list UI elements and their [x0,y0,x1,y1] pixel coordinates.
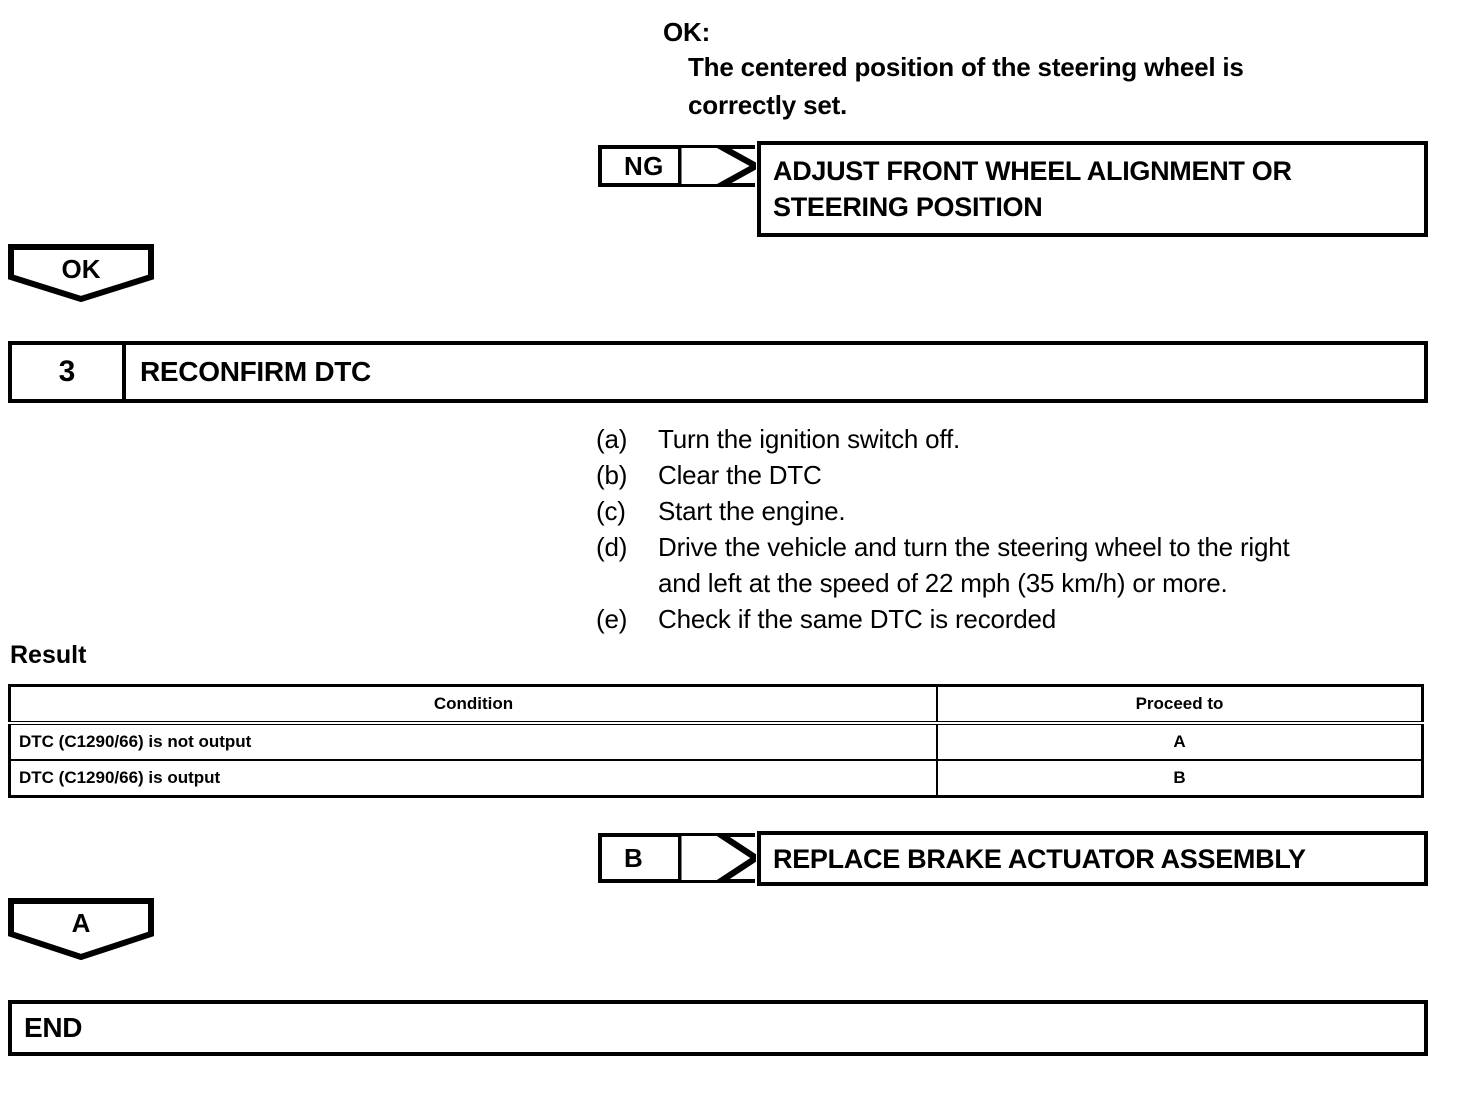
ok-label: OK: [663,17,711,47]
procedure-text: Turn the ignition switch off. [658,424,961,454]
procedure-list: (a) Turn the ignition switch off. (b) Cl… [596,421,1436,637]
table-row: DTC (C1290/66) is output B [8,759,1424,798]
procedure-item: (c) Start the engine. [596,493,1436,529]
ng-branch-tag: NG [598,145,756,187]
procedure-text: Drive the vehicle and turn the steering … [658,532,1290,562]
procedure-text: Check if the same DTC is recorded [658,604,1056,634]
procedure-marker: (d) [596,532,628,562]
procedure-marker: (a) [596,424,628,454]
result-proceed-to: A [936,722,1424,761]
procedure-item: (b) Clear the DTC [596,457,1436,493]
ok-connector-label: OK [61,254,101,284]
ok-flow-connector: OK [8,244,154,302]
result-table: Condition Proceed to DTC (C1290/66) is n… [8,684,1424,798]
ng-branch-tag-label: NG [624,150,664,181]
procedure-marker: (c) [596,496,626,526]
ng-action-line-2: STEERING POSITION [773,192,1043,222]
result-condition: DTC (C1290/66) is not output [8,722,938,761]
ok-statement-line-1: The centered position of the steering wh… [688,52,1244,82]
result-heading: Result [10,641,87,669]
ng-action-box: ADJUST FRONT WHEEL ALIGNMENT OR STEERING… [757,141,1428,237]
procedure-marker [596,565,658,601]
procedure-text: Clear the DTC [658,460,822,490]
procedure-text: and left at the speed of 22 mph (35 km/h… [658,568,1228,598]
end-label: END [24,1012,83,1043]
procedure-marker: (b) [596,460,628,490]
result-proceed-to: B [936,759,1424,798]
table-row: DTC (C1290/66) is not output A [8,722,1424,761]
column-header-proceed-to: Proceed to [936,684,1424,725]
step-header-3: 3 RECONFIRM DTC [8,341,1428,403]
procedure-item-continuation: and left at the speed of 22 mph (35 km/h… [596,565,1436,601]
b-action-text: REPLACE BRAKE ACTUATOR ASSEMBLY [773,843,1306,874]
arrow-right-icon [678,833,756,883]
ng-action-text: ADJUST FRONT WHEEL ALIGNMENT OR STEERING… [761,153,1292,225]
procedure-text: Start the engine. [658,496,846,526]
step-number: 3 [12,345,126,399]
a-flow-connector: A [8,898,154,960]
end-box: END [8,1000,1428,1056]
arrow-right-icon [678,145,756,187]
procedure-item: (d) Drive the vehicle and turn the steer… [596,529,1436,565]
column-header-condition: Condition [8,684,938,725]
procedure-marker: (e) [596,604,628,634]
a-connector-label: A [71,908,91,938]
ng-action-line-1: ADJUST FRONT WHEEL ALIGNMENT OR [773,156,1292,186]
procedure-item: (a) Turn the ignition switch off. [596,421,1436,457]
b-action-box: REPLACE BRAKE ACTUATOR ASSEMBLY [757,831,1428,886]
ok-statement-line-2: correctly set. [688,90,848,120]
step-title: RECONFIRM DTC [140,356,371,387]
procedure-item: (e) Check if the same DTC is recorded [596,601,1436,637]
b-branch-tag-label: B [624,842,644,873]
table-header-row: Condition Proceed to [8,684,1424,725]
ok-result-statement: OK: The centered position of the steerin… [663,16,1423,124]
result-condition: DTC (C1290/66) is output [8,759,938,798]
b-branch-tag: B [598,833,756,883]
